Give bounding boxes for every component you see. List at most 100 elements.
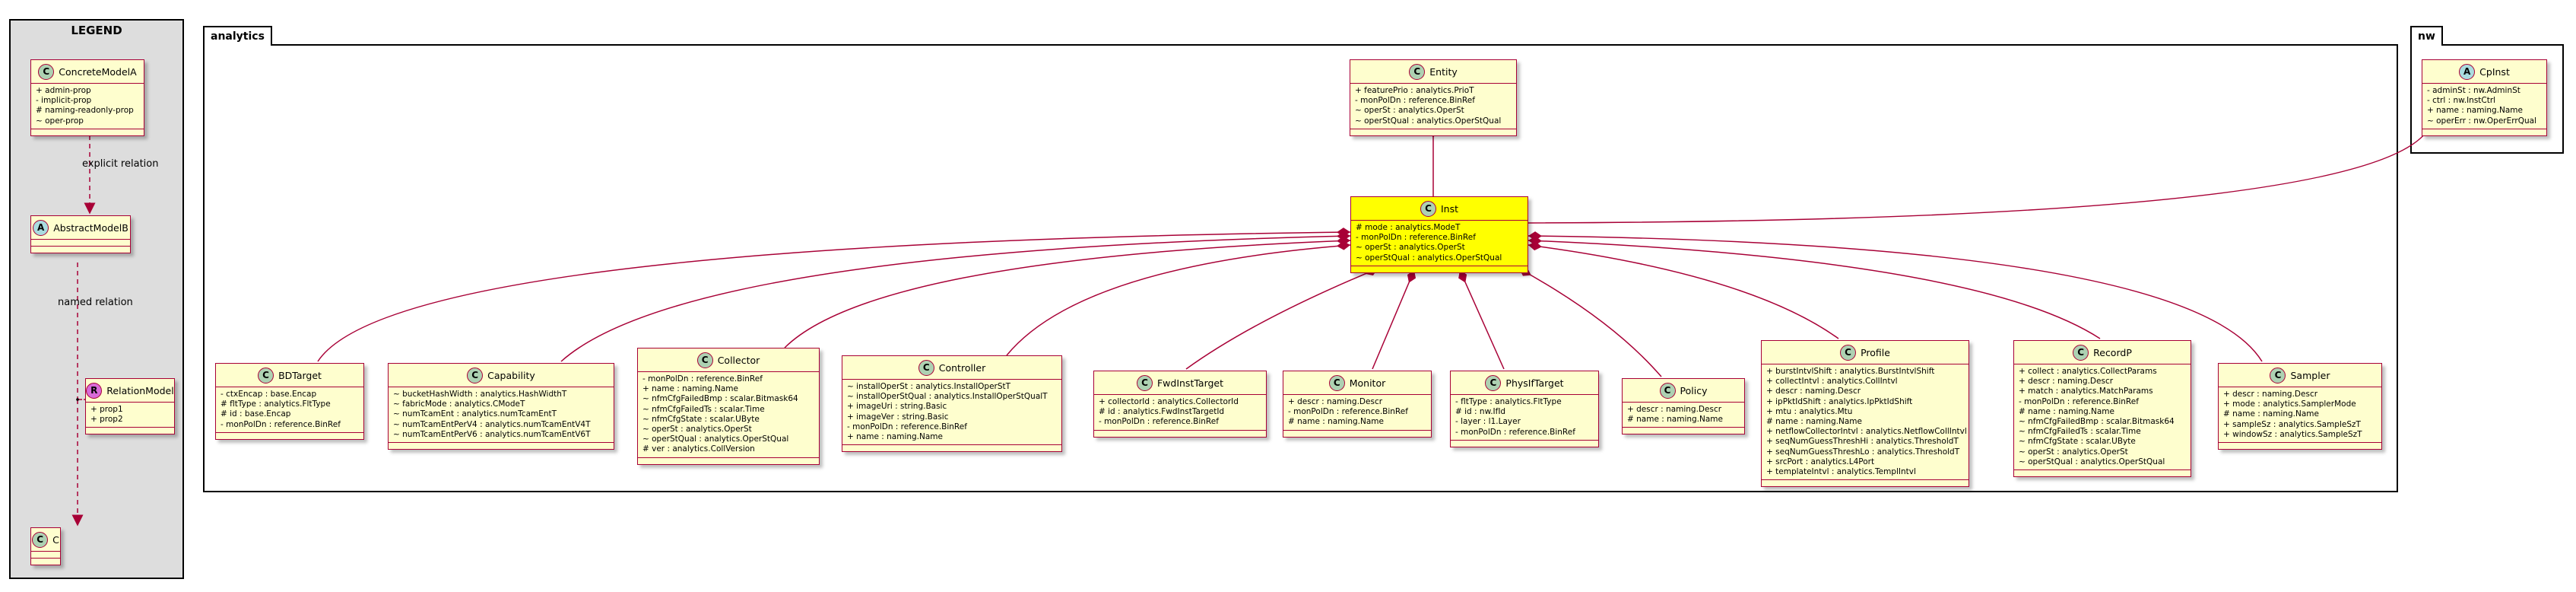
class-name: Collector bbox=[717, 354, 760, 366]
attribute: - ctxEncap : base.Encap bbox=[220, 390, 317, 399]
attribute: - monPolDn : reference.BinRef bbox=[1355, 96, 1475, 106]
attribute: - monPolDn : reference.BinRef bbox=[1288, 407, 1408, 417]
attribute: ~ oper-prop bbox=[36, 116, 84, 126]
attribute: ~ operSt : analytics.OperSt bbox=[642, 425, 752, 434]
attribute: - monPolDn : reference.BinRef bbox=[847, 422, 967, 431]
class-name: RelationModel bbox=[106, 384, 174, 396]
attribute: + descr : naming.Descr bbox=[1288, 397, 1383, 406]
class-name: CpInst bbox=[2479, 65, 2510, 78]
attribute: # naming-readonly-prop bbox=[36, 106, 134, 116]
class-name: Profile bbox=[1861, 346, 1890, 358]
attribute: + prop1 bbox=[90, 405, 123, 414]
class-recordp[interactable]: C RecordP + collect : analytics.CollectPa… bbox=[2013, 340, 2191, 478]
edge-inst-recordp bbox=[1528, 236, 2101, 339]
attribute: ~ operStQual : analytics.OperStQual bbox=[1356, 253, 1502, 263]
attribute: - fltType : analytics.FltType bbox=[1455, 397, 1562, 406]
class-name: Capability bbox=[487, 369, 535, 381]
class-name: C bbox=[52, 533, 59, 546]
class-icon: C bbox=[1485, 374, 1502, 391]
attribute: ~ numTcamEntPerV4 : analytics.numTcamEnt… bbox=[393, 419, 591, 429]
abstract-icon: A bbox=[2459, 63, 2476, 80]
attribute: ~ nfmCfgFailedTs : scalar.Time bbox=[2019, 427, 2141, 437]
attribute: + match : analytics.MatchParams bbox=[2019, 387, 2153, 396]
class-name: ConcreteModelA bbox=[59, 65, 137, 78]
legend-explicit-relation-label: explicit relation bbox=[82, 158, 159, 170]
attribute: ~ nfmCfgState : scalar.UByte bbox=[642, 414, 760, 424]
class-icon: C bbox=[696, 352, 713, 368]
class-name: AbstractModelB bbox=[53, 221, 128, 234]
class-name: RecordP bbox=[2093, 346, 2132, 358]
attribute: + collect : analytics.CollectParams bbox=[2019, 367, 2157, 376]
attribute: # id : analytics.FwdInstTargetId bbox=[1099, 407, 1225, 417]
attribute: - monPolDn : reference.BinRef bbox=[2019, 396, 2139, 406]
attribute: ~ fabricMode : analytics.CModeT bbox=[393, 399, 525, 409]
attribute: ~ nfmCfgState : scalar.UByte bbox=[2019, 437, 2136, 447]
relation-icon: R bbox=[86, 382, 103, 399]
class-icon: C bbox=[1409, 63, 1426, 80]
attribute: ~ numTcamEnt : analytics.numTcamEntT bbox=[393, 409, 557, 419]
class-icon: C bbox=[1840, 344, 1857, 361]
attribute: # id : base.Encap bbox=[220, 409, 291, 419]
attribute: + descr : naming.Descr bbox=[1627, 405, 1722, 414]
attribute: + admin-prop bbox=[36, 86, 91, 95]
attribute: ~ numTcamEntPerV6 : analytics.numTcamEnt… bbox=[393, 429, 591, 439]
attribute: + imageVer : string.Basic bbox=[847, 412, 949, 422]
attribute: + descr : naming.Descr bbox=[2223, 390, 2318, 399]
class-icon: C bbox=[2073, 344, 2089, 361]
class-profile[interactable]: C Profile + burstIntvlShift : analytics.B… bbox=[1761, 340, 1969, 488]
attribute: + burstIntvlShift : analytics.BurstIntvl… bbox=[1766, 367, 1935, 376]
attribute: ~ nfmCfgFailedBmp : scalar.Bitmask64 bbox=[642, 394, 798, 404]
class-icon: C bbox=[32, 531, 49, 548]
class-icon: C bbox=[258, 367, 274, 384]
legend-title: LEGEND bbox=[71, 24, 122, 37]
class-name: Policy bbox=[1680, 384, 1708, 396]
class-abstract-model-b[interactable]: A AbstractModelB bbox=[30, 215, 131, 253]
attribute: + seqNumGuessThreshHi : analytics.Thresh… bbox=[1766, 437, 1959, 447]
class-name: BDTarget bbox=[278, 369, 322, 381]
abstract-icon: A bbox=[33, 219, 49, 236]
attribute: ~ operSt : analytics.OperSt bbox=[1356, 243, 1465, 253]
legend-junction bbox=[76, 398, 79, 401]
attribute: + srcPort : analytics.L4Port bbox=[1766, 457, 1875, 466]
attribute: + name : naming.Name bbox=[642, 384, 738, 394]
attribute: ~ operSt : analytics.OperSt bbox=[1355, 106, 1464, 116]
attribute: + featurePrio : analytics.PrioT bbox=[1355, 86, 1474, 95]
class-icon: C bbox=[1420, 200, 1436, 217]
attribute: + collectorId : analytics.CollectorId bbox=[1099, 397, 1239, 406]
attribute: ~ operStQual : analytics.OperStQual bbox=[1355, 116, 1502, 126]
attribute: ~ operErr : nw.OperErrQual bbox=[2427, 116, 2536, 126]
edge-inst-profile bbox=[1528, 241, 1839, 339]
attribute: ~ nfmCfgFailedTs : scalar.Time bbox=[642, 404, 765, 414]
attribute: # name : naming.Name bbox=[1766, 417, 1862, 427]
attribute: + imageUri : string.Basic bbox=[847, 402, 947, 412]
class-name: PhysIfTarget bbox=[1505, 377, 1564, 389]
class-name: Controller bbox=[938, 361, 986, 374]
attribute: + ipPktIdShift : analytics.IpPktIdShift bbox=[1766, 396, 1913, 406]
package-analytics-label: analytics bbox=[203, 26, 272, 46]
class-name: Sampler bbox=[2290, 369, 2330, 381]
attribute: - monPolDn : reference.BinRef bbox=[1356, 233, 1476, 243]
attribute: + netflowCollectorIntvl : analytics.Netf… bbox=[1766, 427, 1967, 437]
attribute: + seqNumGuessThreshLo : analytics.Thresh… bbox=[1766, 447, 1960, 457]
attribute: + mtu : analytics.Mtu bbox=[1766, 406, 1853, 416]
attribute: - monPolDn : reference.BinRef bbox=[1455, 427, 1575, 437]
attribute: # id : nw.IfId bbox=[1455, 407, 1506, 417]
attribute: ~ operStQual : analytics.OperStQual bbox=[642, 434, 789, 444]
